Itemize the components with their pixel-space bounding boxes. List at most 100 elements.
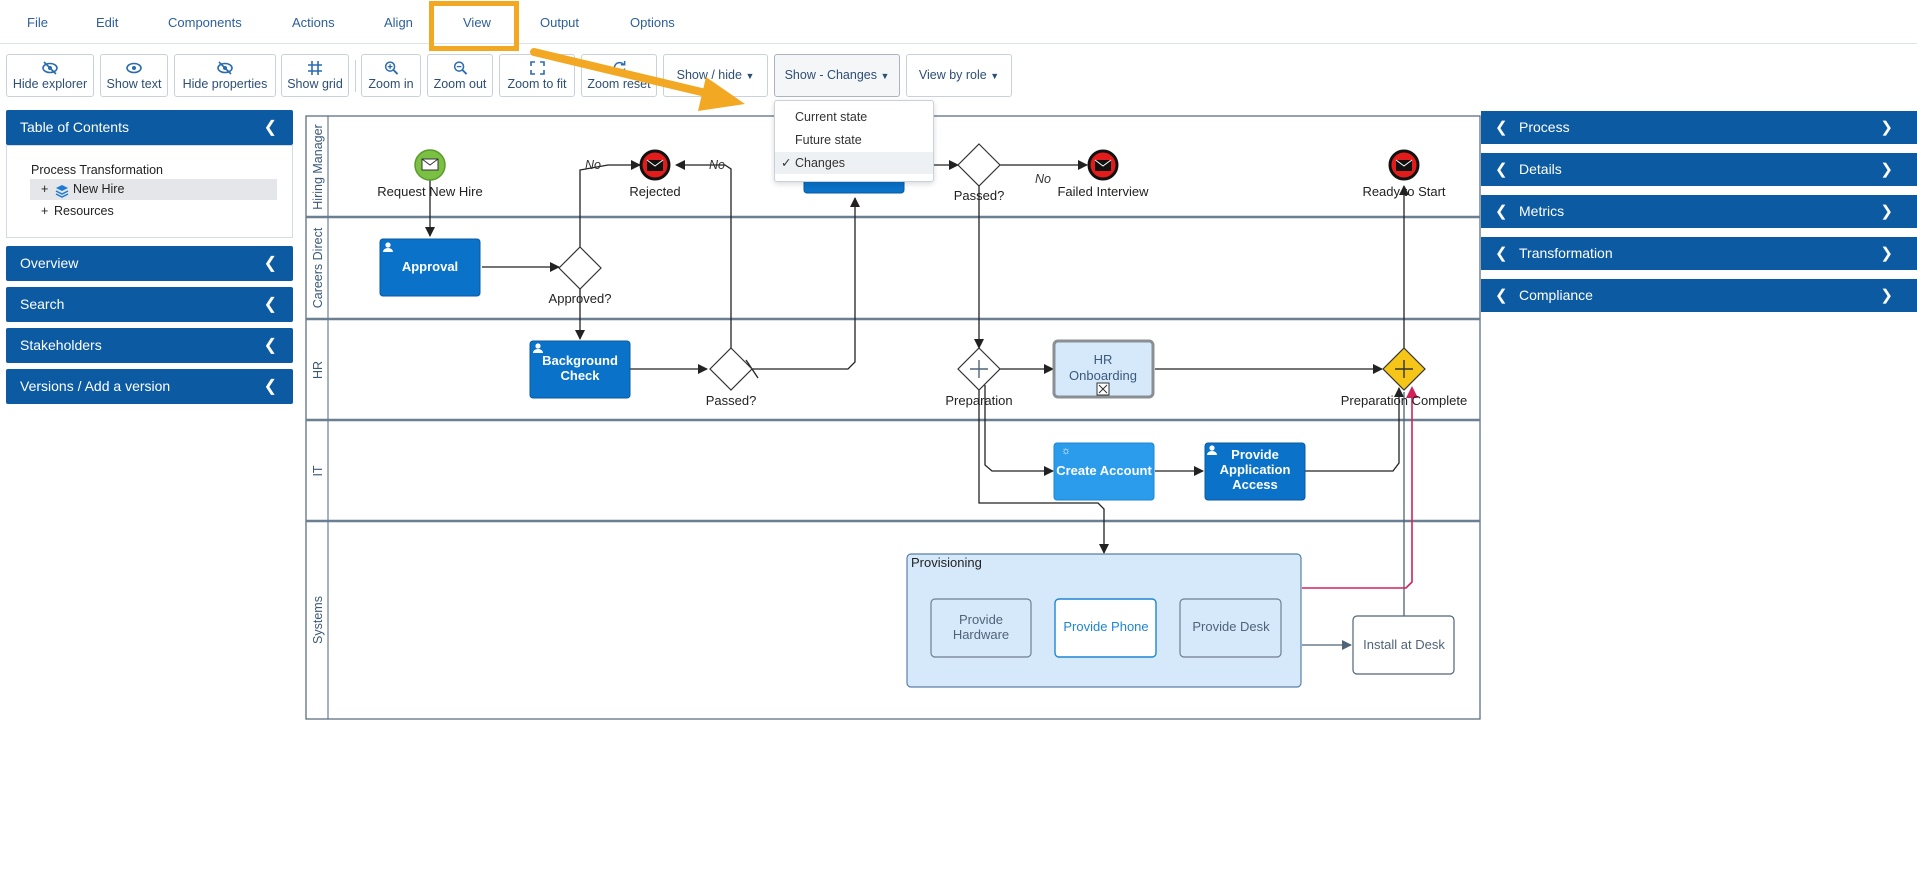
task-approval[interactable] (379, 238, 481, 297)
caret-down-icon: ▼ (880, 71, 890, 81)
hide-properties-button[interactable]: Hide properties (174, 54, 276, 97)
caret-down-icon: ▼ (990, 71, 1000, 81)
grid-icon (308, 61, 322, 75)
toolbar-separator (355, 60, 356, 92)
menu-item-future-state[interactable]: Future state (775, 129, 933, 151)
end-event-label: Ready to Start (1362, 184, 1445, 199)
toc-item-process-transformation[interactable]: Process Transformation (31, 163, 163, 177)
menu-item-current-state[interactable]: Current state (775, 106, 933, 128)
plus-icon (1395, 360, 1413, 378)
show-changes-dropdown[interactable]: Show - Changes ▼ (774, 54, 900, 97)
chevron-left-icon: ❮ (1495, 161, 1508, 178)
overview-header[interactable]: Overview ❮ (6, 246, 293, 281)
plus-icon (970, 360, 988, 378)
menu-edit[interactable]: Edit (96, 15, 119, 30)
menu-file[interactable]: File (27, 15, 48, 30)
toc-item-resources[interactable]: Resources (54, 204, 114, 218)
task-provide-application-access[interactable] (1204, 442, 1306, 501)
pool-border (305, 115, 1481, 720)
chevron-left-icon: ❮ (1495, 203, 1508, 220)
task-provide-hardware[interactable] (930, 598, 1032, 658)
compliance-header[interactable]: ❮ Compliance ❯ (1481, 279, 1917, 312)
task-label: Provide (1231, 447, 1279, 462)
compliance-title: Compliance (1519, 287, 1593, 303)
task-label: HR (1094, 352, 1113, 367)
task-label: Access (1232, 477, 1278, 492)
task-background-check[interactable] (529, 340, 631, 399)
toc-expand-new-hire[interactable]: + (41, 182, 49, 196)
gateway-label: Passed? (954, 188, 1005, 203)
chevron-left-icon: ❮ (1495, 287, 1508, 304)
subprocess-marker-icon (1096, 382, 1110, 396)
menu-options[interactable]: Options (630, 15, 675, 30)
zoom-in-button[interactable]: Zoom in (361, 54, 421, 97)
menu-item-label: Changes (795, 156, 846, 170)
task-label: Check (560, 368, 600, 383)
menu-item-changes[interactable]: ✓ Changes (775, 152, 933, 174)
details-title: Details (1519, 161, 1562, 177)
show-grid-button[interactable]: Show grid (281, 54, 349, 97)
menu-actions[interactable]: Actions (292, 15, 335, 30)
task-label: Create Account (1056, 463, 1152, 478)
user-icon (1207, 445, 1217, 455)
chevron-right-icon: ❯ (1880, 287, 1893, 304)
check-icon: ✓ (781, 156, 792, 170)
metrics-header[interactable]: ❮ Metrics ❯ (1481, 195, 1917, 228)
show-text-button[interactable]: Show text (100, 54, 168, 97)
gateway-passed-hr[interactable] (709, 347, 753, 391)
lane-label-it: IT (311, 465, 325, 476)
gateway-passed-top[interactable] (957, 143, 1001, 187)
versions-header[interactable]: Versions / Add a version ❮ (6, 369, 293, 404)
transformation-header[interactable]: ❮ Transformation ❯ (1481, 237, 1917, 270)
task-label: Onboarding (1069, 368, 1137, 383)
toc-expand-resources[interactable]: + (41, 204, 49, 218)
task-label: Provide Phone (1063, 619, 1148, 634)
caret-down-icon: ▼ (745, 71, 755, 81)
menu-view[interactable]: View (463, 15, 491, 30)
stakeholders-title: Stakeholders (20, 337, 102, 353)
chevron-left-icon: ❮ (263, 337, 277, 354)
show-text-label: Show text (106, 77, 162, 91)
task-create-account[interactable] (1053, 442, 1155, 501)
changed-flow (1302, 386, 1418, 589)
lane-label-hiring-manager: Hiring Manager (311, 124, 325, 209)
chevron-left-icon: ❮ (263, 255, 277, 272)
chevron-right-icon: ❯ (1880, 203, 1893, 220)
view-by-role-dropdown[interactable]: View by role ▼ (906, 54, 1012, 97)
task-label: Background (542, 353, 618, 368)
overview-title: Overview (20, 255, 79, 271)
subprocess-label: Provisioning (911, 555, 982, 570)
task-provide-desk[interactable] (1179, 598, 1282, 658)
details-header[interactable]: ❮ Details ❯ (1481, 153, 1917, 186)
task-label: Hardware (953, 627, 1009, 642)
gateway-label: Approved? (549, 291, 612, 306)
hide-explorer-button[interactable]: Hide explorer (6, 54, 94, 97)
lane-label-systems: Systems (311, 596, 325, 644)
toc-item-new-hire[interactable]: New Hire (73, 182, 125, 196)
search-header[interactable]: Search ❮ (6, 287, 293, 322)
task-install-at-desk[interactable] (1352, 615, 1455, 675)
chevron-right-icon: ❯ (1880, 245, 1893, 262)
chevron-left-icon: ❮ (1495, 119, 1508, 136)
menu-output[interactable]: Output (540, 15, 580, 30)
zoom-out-button[interactable]: Zoom out (427, 54, 493, 97)
gateway-label: Preparation (945, 393, 1012, 408)
zoom-in-icon (384, 61, 398, 75)
table-of-contents-header[interactable]: Table of Contents ❮ (6, 110, 293, 145)
menu-components[interactable]: Components (168, 15, 242, 30)
gateway-approved[interactable] (558, 246, 602, 290)
stakeholders-header[interactable]: Stakeholders ❮ (6, 328, 293, 363)
task-hr-onboarding[interactable] (1052, 339, 1155, 399)
chevron-right-icon: ❯ (1880, 119, 1893, 136)
task-provide-phone[interactable] (1054, 598, 1157, 658)
zoom-out-icon (453, 61, 467, 75)
gateway-label: Passed? (706, 393, 757, 408)
start-event-label: Request New Hire (377, 184, 483, 199)
task-label: Provide Desk (1192, 619, 1270, 634)
transformation-title: Transformation (1519, 245, 1613, 261)
menu-align[interactable]: Align (384, 15, 413, 30)
menu-bar: File Edit Components Actions Align View … (0, 0, 1917, 44)
process-header[interactable]: ❮ Process ❯ (1481, 111, 1917, 144)
lane-label-careers-direct: Careers Direct (311, 227, 325, 308)
